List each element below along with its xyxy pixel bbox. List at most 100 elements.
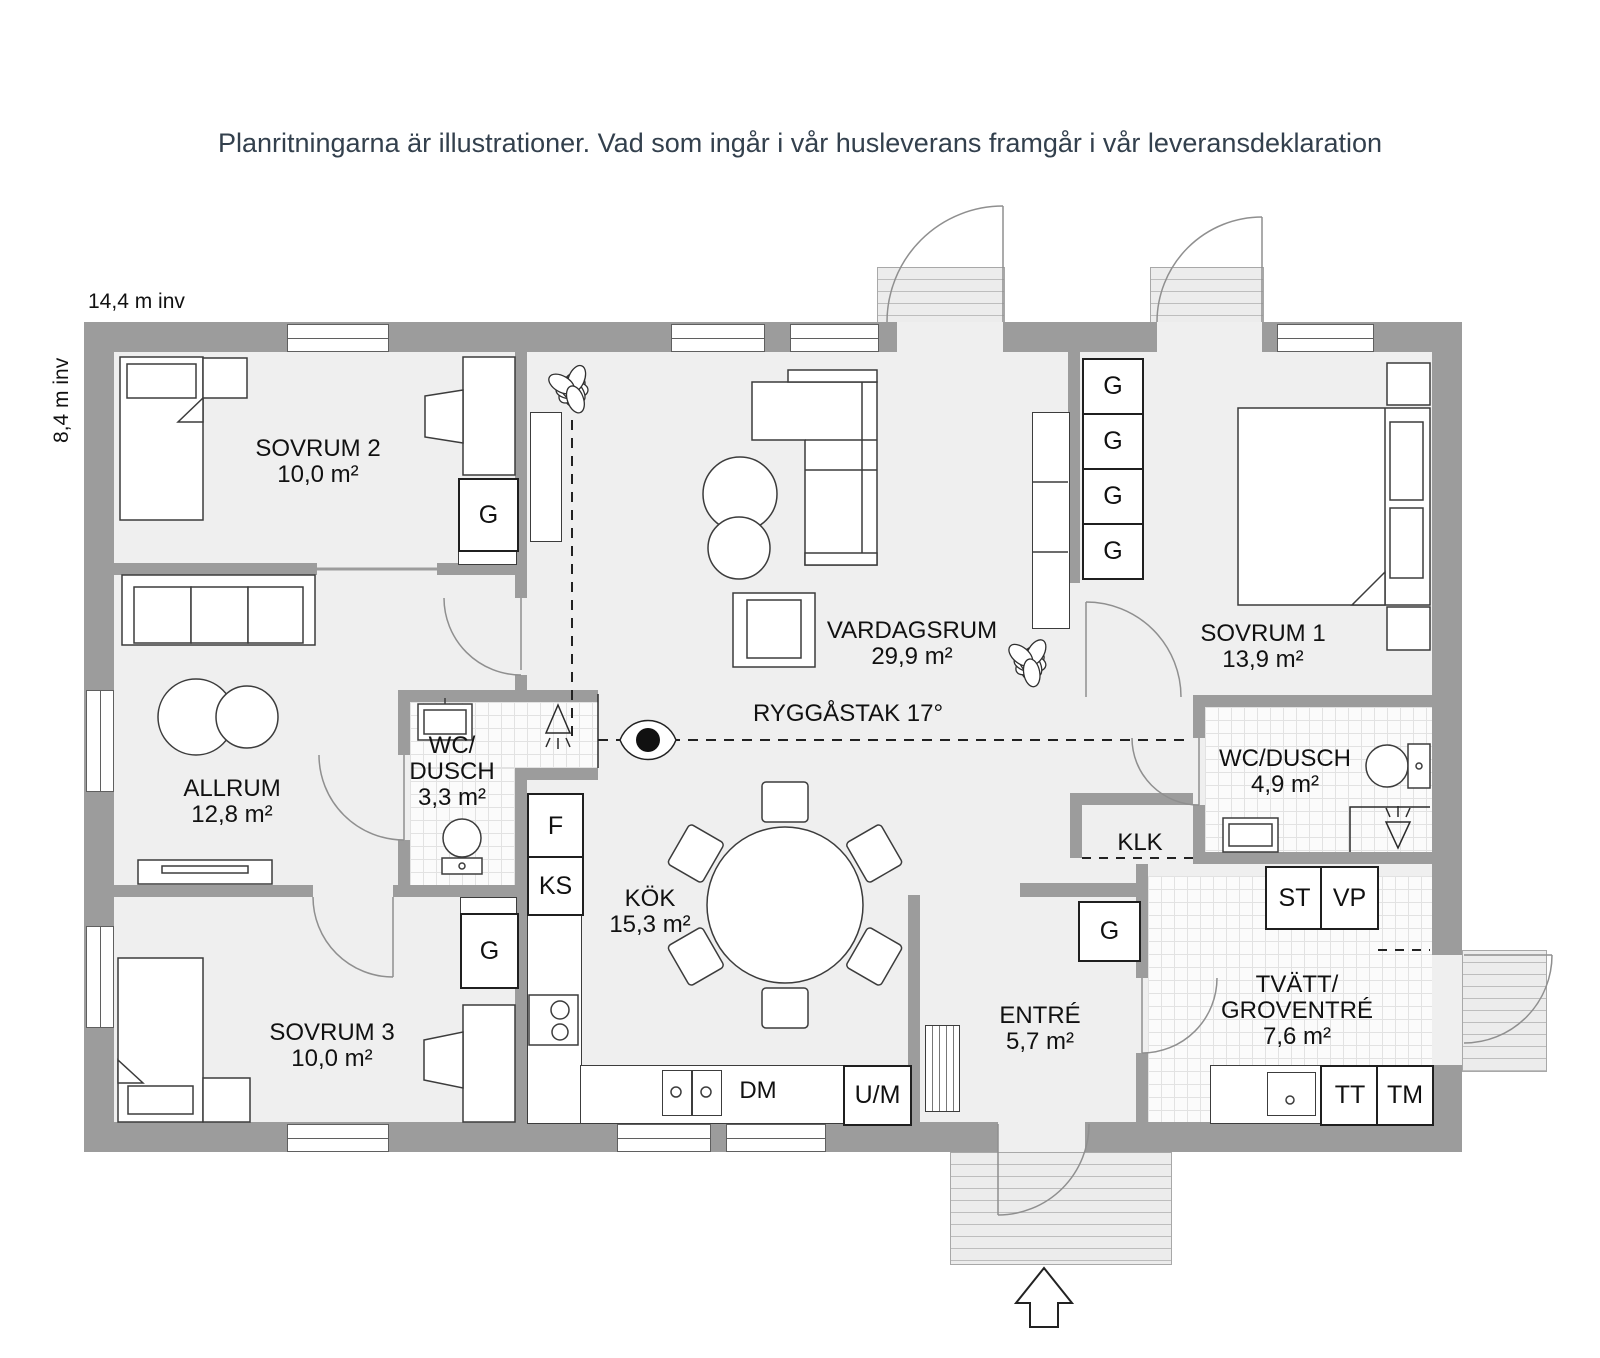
sink-dot-1	[670, 1086, 682, 1098]
hallway-radiator	[925, 1025, 960, 1112]
dining-table	[667, 781, 903, 1029]
room-name: KLK	[1117, 829, 1163, 856]
dryer-box: TT	[1320, 1065, 1380, 1126]
wall-klk-left	[1070, 793, 1082, 858]
room-label-kok: KÖK 15,3 m²	[609, 886, 690, 938]
oven-microwave-box: U/M	[843, 1065, 912, 1126]
oven-microwave-label: U/M	[854, 1081, 901, 1109]
room-name: TVÄTT/	[1255, 971, 1339, 998]
room-label-wc-dusch-5: WC/DUSCH 4,9 m²	[1219, 746, 1351, 798]
ridge-line	[571, 420, 1188, 741]
wall-wc3-top	[398, 690, 598, 702]
wardrobe-label: G	[1103, 372, 1123, 400]
fridge-label: KS	[538, 871, 573, 900]
nightstand-sovrum1-top	[1386, 362, 1431, 406]
washing-machine-box: TM	[1376, 1065, 1434, 1126]
wall-kok-left	[515, 780, 527, 1122]
door-front-entrance	[997, 1123, 1090, 1216]
wardrobe-label: G	[1103, 427, 1123, 455]
wall-wc3-left-lower	[398, 840, 410, 885]
room-name: ENTRÉ	[999, 1002, 1081, 1029]
door-patio-2	[1156, 216, 1263, 323]
wall-wc5-left-lower	[1193, 805, 1205, 852]
freezer-box: F	[527, 793, 584, 860]
laundry-sink	[1267, 1072, 1316, 1116]
window-sovrum2	[287, 324, 389, 352]
bed-sovrum3	[117, 957, 204, 1123]
room-label-tvatt: TVÄTT/ GROVENTRÉ 7,6 m²	[1221, 972, 1373, 1050]
nightstand-sovrum3	[202, 1077, 251, 1123]
patio-door-1-opening	[897, 322, 1003, 352]
room-label-sovrum3: SOVRUM 3 10,0 m²	[269, 1020, 394, 1072]
wall-wc5-bottom	[1193, 852, 1432, 864]
laundry-sink-dot	[1285, 1095, 1295, 1105]
wardrobe-box-sovrum2: G	[458, 478, 519, 552]
corner-sofa-vardagsrum	[751, 369, 878, 566]
room-label-klk: KLK	[1117, 830, 1162, 856]
room-label-vardagsrum: VARDAGSRUM 29,9 m²	[827, 618, 997, 670]
side-door-opening	[1432, 955, 1462, 1065]
window-kok-1	[617, 1124, 711, 1152]
bookshelf	[1032, 412, 1070, 629]
wardrobe-box-sovrum1-1: G	[1082, 358, 1144, 415]
room-name: SOVRUM 2	[255, 435, 381, 462]
chimney-symbol	[619, 719, 677, 761]
room-area: 5,7 m²	[1005, 1028, 1074, 1055]
room-label-wc-dusch-3: WC/ DUSCH 3,3 m²	[409, 733, 494, 811]
entrance-arrow-icon	[1013, 1266, 1075, 1328]
room-area: 12,8 m²	[191, 801, 273, 828]
door-wc5	[1131, 737, 1200, 806]
bookshelf-shelves	[1032, 481, 1068, 553]
room-area: 4,9 m²	[1250, 771, 1319, 798]
cleaning-cabinet-box: ST	[1265, 866, 1324, 930]
door-wc3	[318, 754, 405, 841]
wall-tvatt-left-lower	[1136, 1053, 1148, 1122]
wall-sovrum3-top-left	[114, 885, 313, 897]
media-bench-allrum	[137, 859, 273, 885]
sink-dot-2	[700, 1086, 712, 1098]
room-area: 13,9 m²	[1222, 646, 1304, 673]
heat-pump-label: VP	[1332, 883, 1367, 912]
dishwasher-label: DM	[739, 1078, 776, 1104]
door-tvatt	[1141, 977, 1218, 1054]
wardrobe-label: G	[1099, 917, 1120, 945]
wall-sovrum2-bottom-left	[114, 563, 317, 575]
room-name: SOVRUM 1	[1200, 620, 1326, 647]
room-area: 7,6 m²	[1262, 1023, 1332, 1050]
room-label-sovrum2: SOVRUM 2 10,0 m²	[255, 436, 380, 488]
dishwasher-text: DM	[739, 1077, 777, 1104]
room-area: 15,3 m²	[609, 911, 691, 938]
room-name: ALLRUM	[183, 775, 281, 802]
plant-vardagsrum	[1008, 639, 1047, 688]
plant-hall	[548, 364, 589, 414]
toilet-wc5	[1365, 743, 1431, 789]
shower-symbol-wc3	[544, 703, 572, 749]
wall-vardagsrum-sovrum1	[1068, 352, 1080, 583]
room-label-allrum: ALLRUM 12,8 m²	[183, 776, 280, 828]
dryer-label: TT	[1334, 1081, 1366, 1109]
wall-wc3-left-upper	[398, 702, 410, 755]
window-allrum	[86, 690, 114, 792]
room-area: 10,0 m²	[291, 1045, 373, 1072]
armchair-vardagsrum	[732, 592, 816, 668]
desk-sovrum2	[424, 356, 516, 476]
nightstand-sovrum2	[202, 357, 248, 399]
wall-sovrum1-bottom	[1193, 695, 1432, 707]
wall-entre-top	[1020, 883, 1136, 897]
room-name: GROVENTRÉ	[1220, 997, 1374, 1024]
room-label-entre: ENTRÉ 5,7 m²	[999, 1003, 1080, 1055]
wall-shower-bottom	[515, 768, 598, 780]
wardrobe-label: G	[1103, 482, 1123, 510]
toilet-wc3	[441, 818, 483, 875]
washing-machine-label: TM	[1386, 1081, 1424, 1109]
room-name: DUSCH	[409, 758, 495, 785]
stove	[528, 994, 579, 1046]
wardrobe-box-sovrum1-2: G	[1082, 413, 1144, 470]
kitchen-sink-left	[662, 1070, 692, 1116]
heat-pump-box: VP	[1320, 866, 1379, 930]
round-table-allrum-2	[215, 685, 279, 749]
patio-deck-2	[1150, 267, 1264, 325]
wardrobe-label: G	[479, 936, 500, 965]
bed-sovrum1	[1237, 407, 1431, 606]
wardrobe-label: G	[478, 500, 499, 529]
